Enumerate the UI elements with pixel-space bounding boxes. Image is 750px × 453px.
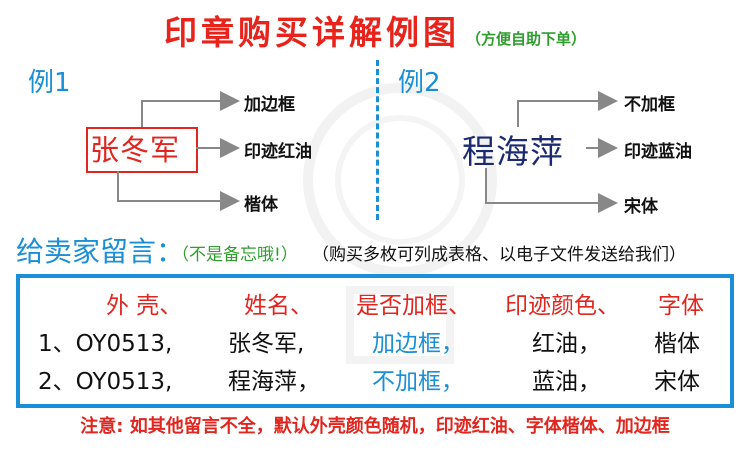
table-row-1-border: 加边框，: [372, 331, 464, 357]
stamp-border: [86, 127, 198, 173]
connector-2-font: [485, 168, 618, 213]
table-header-color: 印迹颜色、: [505, 293, 620, 319]
table-row-1-font: 楷体: [654, 331, 700, 357]
example2-option-font: 宋体: [624, 197, 658, 217]
table-row-2-name: 程海萍，: [228, 369, 320, 395]
example1-option-color: 印迹红油: [244, 142, 312, 162]
order-note-table: [16, 274, 734, 408]
title-main: 印章购买详解例图: [163, 13, 460, 52]
connector-1-border: [141, 91, 240, 127]
table-row-1-shell: 1、OY0513,: [38, 331, 173, 357]
table-header-shell: 外 壳、: [106, 293, 183, 319]
table-row-1-name: 张冬军,: [228, 331, 305, 357]
example1-stamp-text: 张冬军: [90, 133, 181, 167]
watermark-emblem: [303, 83, 497, 364]
table-header-font: 字体: [658, 293, 704, 319]
example2-stamp-text: 程海萍: [462, 132, 564, 171]
example2-option-color: 印迹蓝油: [624, 142, 692, 162]
example-divider: [376, 60, 379, 220]
message-hint: （不是备忘哦!）: [172, 245, 298, 265]
example2-option-border: 不加框: [624, 95, 675, 115]
example1-option-font: 楷体: [244, 195, 278, 215]
example2-label: 例2: [398, 68, 441, 98]
page-title: 印章购买详解例图 （方便自助下单）: [0, 6, 750, 54]
footer-note: 注意: 如其他留言不全，默认外壳颜色随机，印迹红油、字体楷体、加边框: [80, 416, 670, 437]
example1-option-border: 加边框: [244, 95, 295, 115]
connector-2-border: [517, 91, 618, 127]
table-header-name: 姓名、: [244, 293, 313, 319]
table-header-border: 是否加框、: [356, 293, 471, 319]
table-row-2-border: 不加框，: [372, 369, 464, 395]
message-title: 给卖家留言：: [16, 235, 185, 268]
table-row-2-shell: 2、OY0513,: [38, 369, 173, 395]
example1-label: 例1: [28, 68, 71, 98]
title-sub: （方便自助下单）: [465, 30, 586, 48]
connector-1-font: [117, 171, 240, 211]
message-description: （购买多枚可列成表格、以电子文件发送给我们）: [312, 245, 686, 265]
table-row-1-color: 红油，: [532, 331, 601, 357]
table-row-2-font: 宋体: [654, 369, 700, 395]
table-row-2-color: 蓝油，: [532, 369, 601, 395]
